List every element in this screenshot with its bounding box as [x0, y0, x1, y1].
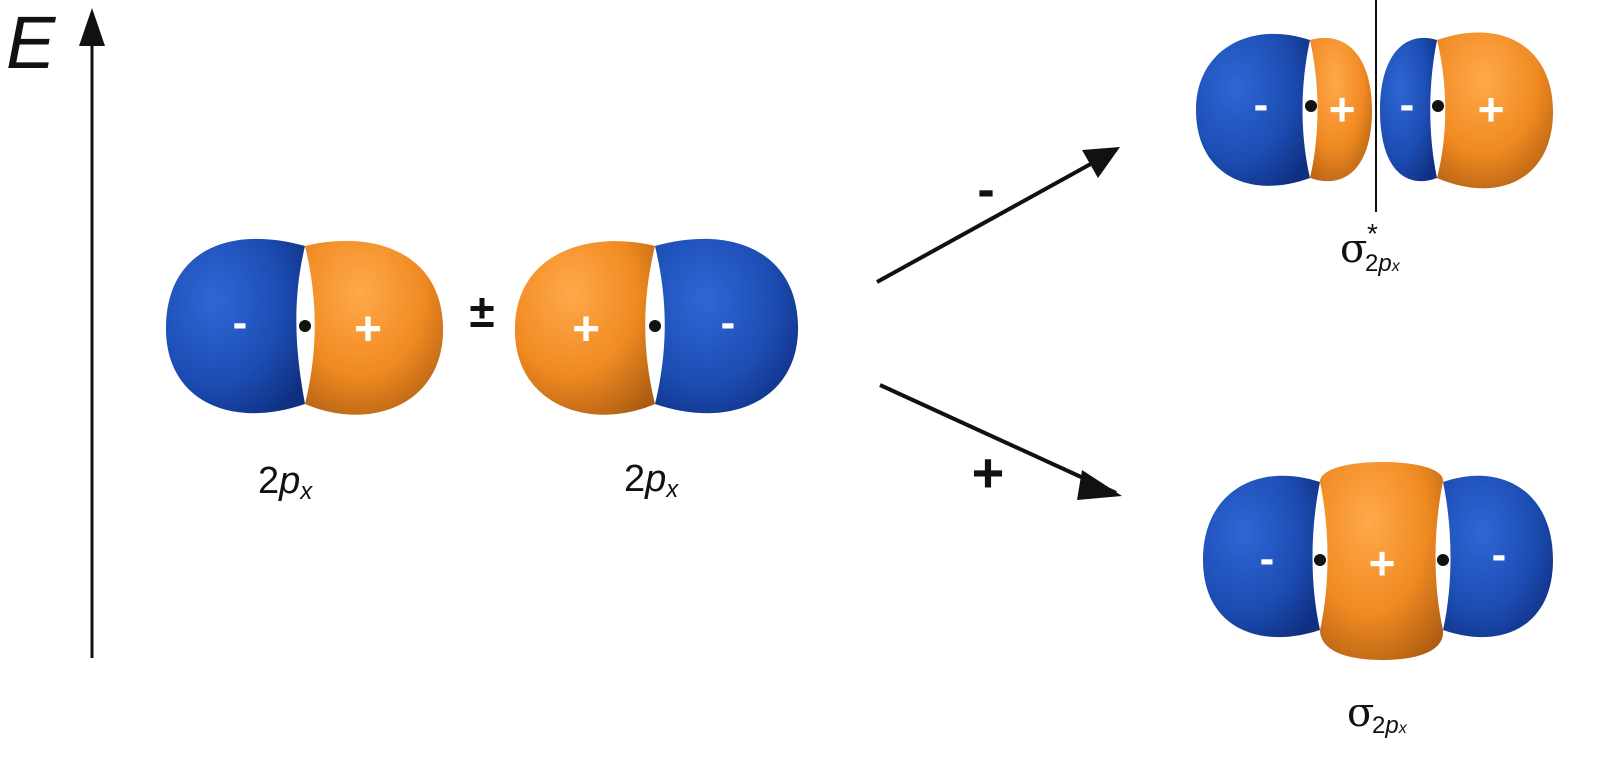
energy-axis-label: E [6, 0, 55, 85]
antibonding-lobe-sign-3: - [1392, 80, 1422, 130]
antibonding-lobe-sign-4: + [1471, 82, 1511, 136]
antibonding-nucleus-1 [1305, 100, 1317, 112]
combine-operator: ± [462, 288, 502, 334]
atomic-orbital-2 [515, 239, 798, 415]
ao1-label: 2px [258, 460, 312, 503]
bonding-lobe-sign-3: - [1484, 530, 1514, 580]
bonding-arrow-sign: + [966, 440, 1010, 505]
arrow-to-antibonding-head [1082, 147, 1120, 178]
bonding-nucleus-2 [1437, 554, 1449, 566]
bonding-lobe-sign-1: - [1252, 534, 1282, 584]
ao1-nucleus [299, 320, 311, 332]
antibonding-lobe-sign-2: + [1322, 82, 1362, 136]
antibonding-arrow-sign: - [966, 160, 1006, 220]
ao2-nucleus [649, 320, 661, 332]
antibonding-label: σ * 2px [1340, 226, 1367, 272]
atomic-orbital-1 [166, 239, 443, 415]
bonding-label: σ 2px [1347, 690, 1374, 736]
ao2-label: 2px [624, 458, 678, 501]
antibonding-nucleus-2 [1432, 100, 1444, 112]
bonding-nucleus-1 [1314, 554, 1326, 566]
antibonding-lobe-sign-1: - [1246, 80, 1276, 130]
ao1-lobe-sign-1: - [222, 298, 258, 348]
ao2-lobe-sign-2: - [710, 298, 746, 348]
ao2-lobe-sign-1: + [566, 302, 606, 357]
energy-axis-arrowhead [79, 8, 105, 46]
ao1-lobe-sign-2: + [348, 302, 388, 357]
arrow-to-bonding-head [1077, 470, 1122, 500]
bonding-lobe-sign-2: + [1362, 536, 1402, 590]
